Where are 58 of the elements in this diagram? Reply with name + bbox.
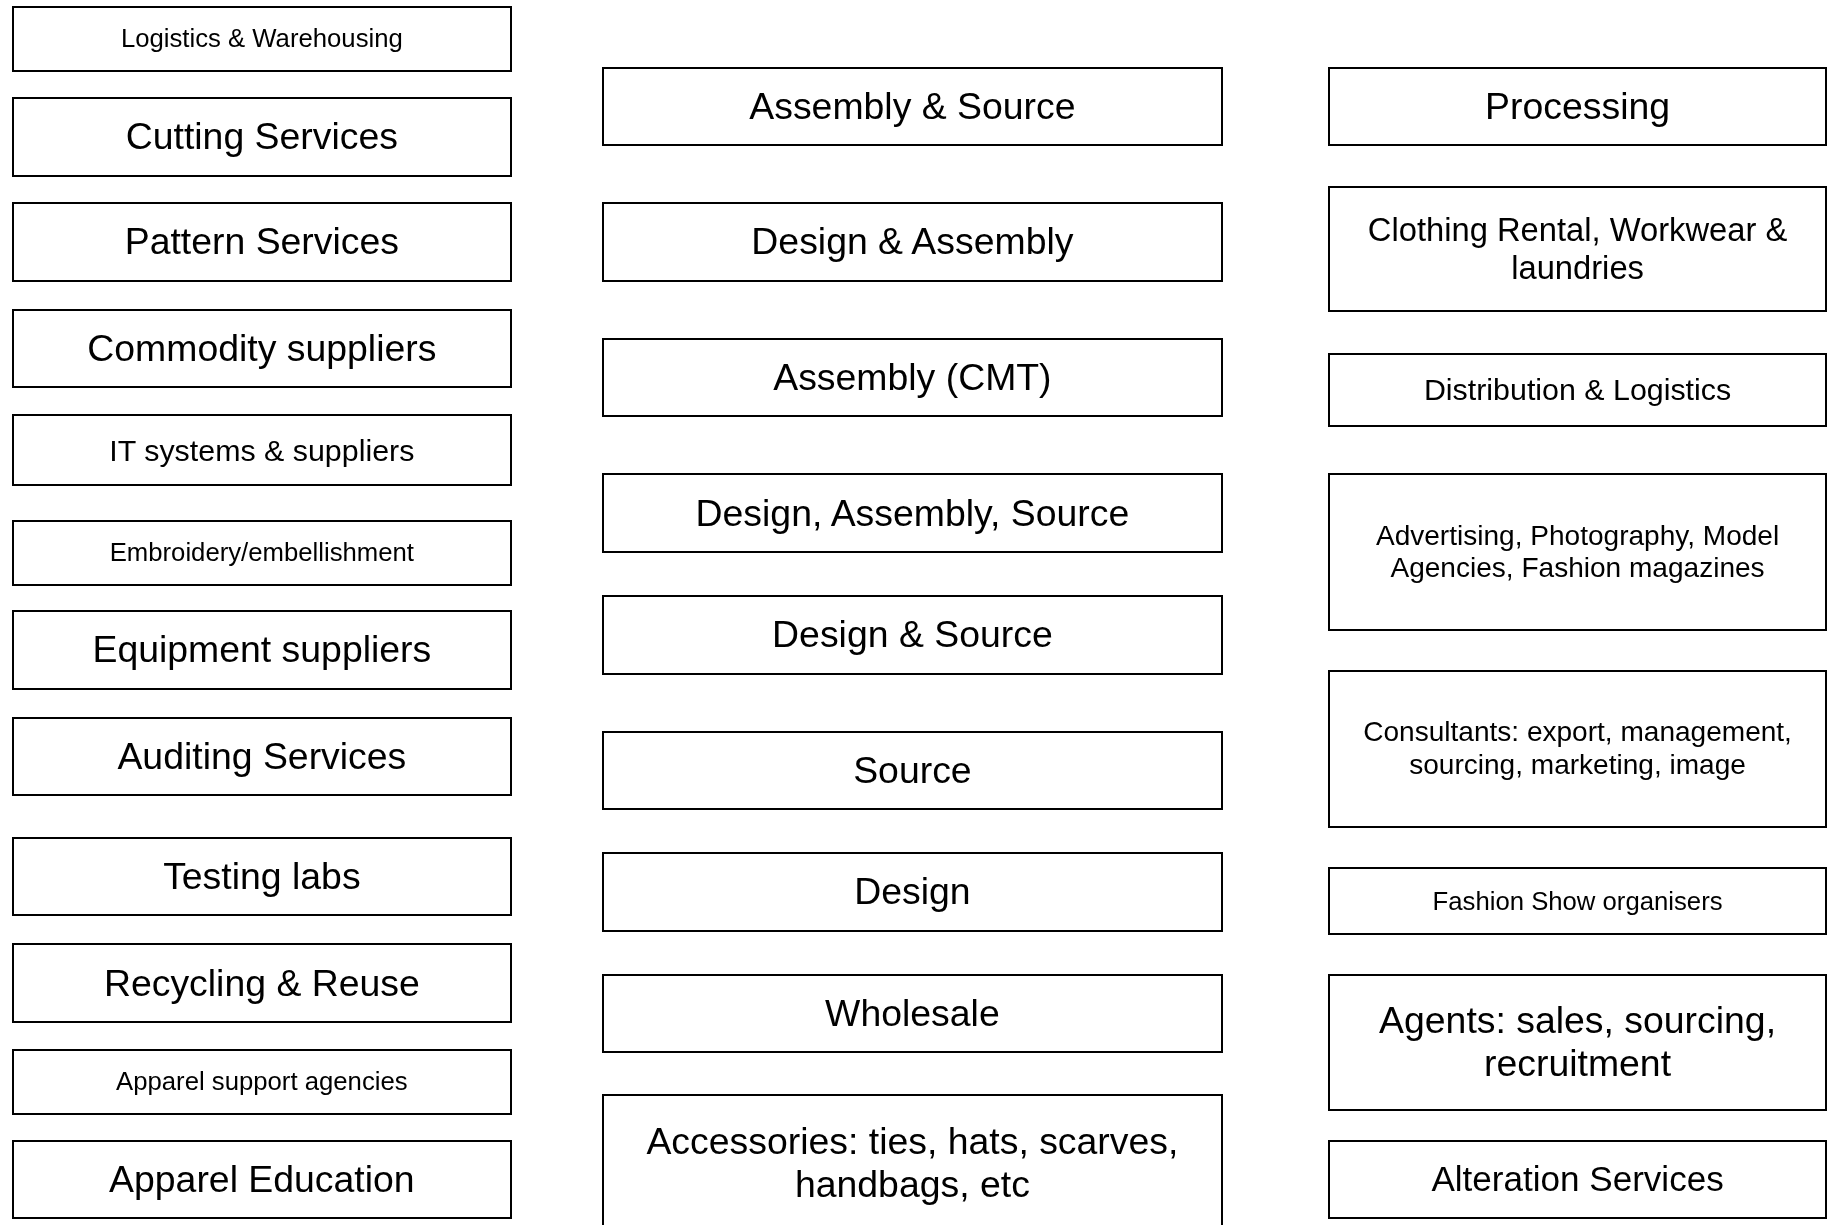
label-box bbox=[11, 1048, 512, 1116]
label-box bbox=[11, 520, 512, 586]
label-box bbox=[11, 413, 512, 487]
box-label: Auditing Services bbox=[116, 734, 408, 778]
label-box bbox=[602, 1094, 1223, 1225]
box-label: Recycling & Reuse bbox=[102, 961, 421, 1005]
box-label: Advertising, Photography, Model Agencies, Fashion magazines bbox=[1374, 520, 1781, 585]
label-box bbox=[602, 852, 1223, 932]
label-box bbox=[11, 716, 512, 797]
box-label: Design & Source bbox=[771, 613, 1054, 657]
label-box bbox=[602, 730, 1223, 811]
box-label: Embroidery/embellishment bbox=[108, 538, 415, 568]
label-box bbox=[602, 973, 1223, 1054]
box-label: Fashion Show organisers bbox=[1431, 886, 1724, 917]
label-box bbox=[1328, 973, 1828, 1111]
box-label: Testing labs bbox=[162, 855, 362, 899]
label-box bbox=[1328, 867, 1828, 936]
label-box bbox=[11, 308, 512, 389]
label-box bbox=[1328, 1139, 1828, 1220]
label-box bbox=[1328, 66, 1828, 147]
label-box bbox=[1328, 669, 1828, 828]
box-label: Accessories: ties, hats, scarves, handbags, etc bbox=[645, 1120, 1180, 1207]
box-label: Clothing Rental, Workwear & laundries bbox=[1366, 211, 1789, 287]
box-label: Design bbox=[853, 870, 972, 914]
label-box bbox=[1328, 353, 1828, 427]
box-label: Cutting Services bbox=[124, 115, 399, 159]
label-box bbox=[11, 610, 512, 690]
box-label: Processing bbox=[1484, 84, 1672, 128]
label-box bbox=[1328, 185, 1828, 313]
box-label: Apparel Education bbox=[108, 1158, 416, 1201]
box-label: Apparel support agencies bbox=[115, 1067, 409, 1097]
box-label: Consultants: export, management, sourcing, marketing, image bbox=[1362, 716, 1793, 781]
label-box bbox=[11, 5, 512, 73]
box-label: Agents: sales, sourcing, recruitment bbox=[1378, 999, 1778, 1086]
label-box bbox=[11, 943, 512, 1023]
box-label: Logistics & Warehousing bbox=[119, 24, 404, 54]
box-label: Design & Assembly bbox=[750, 220, 1075, 264]
box-label: IT systems & suppliers bbox=[108, 432, 416, 468]
box-label: Equipment suppliers bbox=[91, 628, 433, 672]
label-box bbox=[602, 473, 1223, 553]
label-box bbox=[602, 337, 1223, 418]
label-box bbox=[11, 202, 512, 282]
label-box bbox=[11, 97, 512, 177]
label-box bbox=[602, 595, 1223, 675]
box-label: Commodity suppliers bbox=[86, 326, 438, 370]
box-label: Pattern Services bbox=[123, 220, 400, 264]
box-label: Distribution & Logistics bbox=[1422, 372, 1733, 408]
label-box bbox=[602, 66, 1223, 147]
label-box bbox=[11, 1139, 512, 1220]
box-label: Alteration Services bbox=[1430, 1159, 1725, 1200]
label-box bbox=[11, 837, 512, 917]
box-label: Design, Assembly, Source bbox=[694, 491, 1131, 535]
label-box bbox=[602, 202, 1223, 282]
label-box bbox=[1328, 473, 1828, 632]
box-label: Assembly & Source bbox=[748, 84, 1077, 128]
box-label: Assembly (CMT) bbox=[772, 356, 1053, 400]
box-label: Source bbox=[852, 748, 973, 792]
box-label: Wholesale bbox=[824, 992, 1001, 1036]
